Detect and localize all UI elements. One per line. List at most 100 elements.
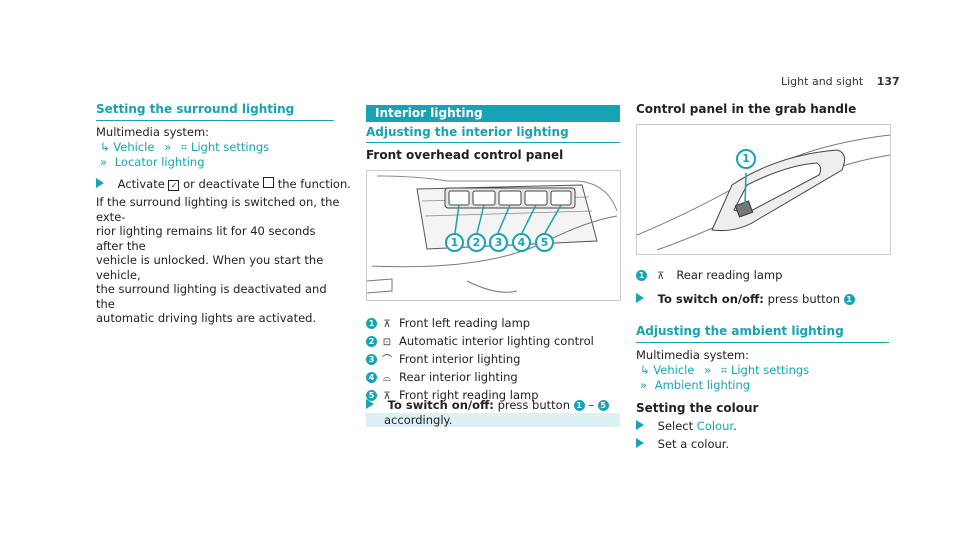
switch-step: To switch on/off: press button 1 – 5 acc… xyxy=(366,398,620,427)
section-heading-surround: Setting the surround lighting xyxy=(96,102,334,121)
light-settings-icon: ⌗ xyxy=(720,363,728,377)
callout-4: 4 xyxy=(512,233,531,252)
step-text: press button xyxy=(497,398,570,412)
legend-number: 4 xyxy=(366,372,377,383)
legend-text: Rear interior lighting xyxy=(399,370,518,384)
heading-text: Setting the surround lighting xyxy=(96,102,295,116)
grab-handle-illustration xyxy=(637,134,890,251)
switch-step-line1: To switch on/off: press button 1 – 5 xyxy=(366,398,620,413)
reading-lamp-icon: ⊼ xyxy=(656,271,665,282)
step-label: To switch on/off: xyxy=(657,292,764,306)
chevron-right-icon: » xyxy=(164,140,172,154)
step-arrow-icon xyxy=(636,420,644,430)
step-text: press button xyxy=(767,292,840,306)
grab-handle-legend: 1 ⊼ Rear reading lamp xyxy=(636,268,782,285)
select-colour-step: Select Colour. xyxy=(636,419,737,434)
chevron-right-icon: » xyxy=(100,155,108,169)
front-interior-icon: ⌒ xyxy=(382,355,392,366)
step-arrow-icon xyxy=(636,438,644,448)
return-arrow-icon: ↳ xyxy=(100,140,110,154)
legend-text: Front interior lighting xyxy=(399,352,521,366)
path-light-settings[interactable]: Light settings xyxy=(730,363,810,377)
grab-switch-step: To switch on/off: press button 1 xyxy=(636,292,855,307)
section-heading-ambient: Adjusting the ambient lighting xyxy=(636,324,889,343)
path-ambient-lighting[interactable]: Ambient lighting xyxy=(654,378,751,392)
return-arrow-icon: ↳ xyxy=(640,363,650,377)
subheading-front-panel: Front overhead control panel xyxy=(366,148,564,162)
para-line: rior lighting remains lit for 40 seconds… xyxy=(96,224,316,253)
heading-text: Adjusting the interior lighting xyxy=(366,125,569,139)
step-text-b: or deactivate xyxy=(183,177,260,191)
legend-item: 3 ⌒ Front interior lighting xyxy=(366,351,594,369)
step-label: To switch on/off: xyxy=(387,398,494,412)
legend-text: Front right reading lamp xyxy=(399,388,539,402)
callout-2: 2 xyxy=(467,233,486,252)
step-number: 1 xyxy=(843,294,855,305)
legend-number: 5 xyxy=(366,390,377,401)
para-line: If the surround lighting is switched on,… xyxy=(96,195,340,224)
banner-interior-lighting: Interior lighting xyxy=(366,105,620,122)
legend-item: 2 ⊡ Automatic interior lighting control xyxy=(366,333,594,351)
step-tail: accordingly. xyxy=(384,412,453,427)
overhead-panel-illustration xyxy=(367,175,618,294)
para-line: automatic driving lights are activated. xyxy=(96,311,317,325)
legend-number: 3 xyxy=(366,354,377,365)
step-text-c: the function. xyxy=(277,177,351,191)
checkbox-empty-icon xyxy=(263,177,275,188)
legend-item: 1 ⊼ Front left reading lamp xyxy=(366,315,594,333)
reading-lamp-icon: ⊼ xyxy=(383,319,391,330)
menu-path: ↳ Vehicle » ⌗ Light settings xyxy=(100,140,269,155)
legend-item: 5⊼Front right reading lamp xyxy=(366,387,594,405)
para-line: the surround lighting is deactivated and… xyxy=(96,282,327,311)
colour-menu-item[interactable]: Colour xyxy=(696,419,734,433)
subheading-grab-handle: Control panel in the grab handle xyxy=(636,102,857,116)
step-text-a: Activate xyxy=(117,177,165,191)
page-number: 137 xyxy=(876,75,900,88)
para-line: vehicle is unlocked. When you start the … xyxy=(96,253,324,282)
menu-path: ↳ Vehicle » ⌗ Light settings xyxy=(640,363,809,378)
set-colour-step: Set a colour. xyxy=(636,437,729,452)
rear-interior-icon: ⌓ xyxy=(383,373,391,384)
auto-lighting-icon: ⊡ xyxy=(382,337,392,348)
menu-label: Multimedia system: xyxy=(636,348,750,362)
menu-label: Multimedia system: xyxy=(96,125,210,139)
surround-paragraph: If the surround lighting is switched on,… xyxy=(96,195,341,326)
legend-number: 2 xyxy=(366,336,377,347)
heading-text: Adjusting the ambient lighting xyxy=(636,324,844,338)
figure-grab-handle: 1 xyxy=(636,124,891,255)
path-vehicle[interactable]: Vehicle xyxy=(653,363,695,377)
legend-text: Automatic interior lighting control xyxy=(399,334,594,348)
path-locator-lighting[interactable]: Locator lighting xyxy=(114,155,205,169)
callout-5: 5 xyxy=(535,233,554,252)
step-text: Set a colour. xyxy=(657,437,730,451)
step-number-to: 5 xyxy=(597,400,609,411)
section-heading-interior: Adjusting the interior lighting xyxy=(366,125,620,143)
step-arrow-icon xyxy=(366,399,374,409)
callout-3: 3 xyxy=(489,233,508,252)
chevron-right-icon: » xyxy=(704,363,712,377)
subheading-colour: Setting the colour xyxy=(636,401,759,415)
menu-path-2: » Ambient lighting xyxy=(640,378,750,393)
callout-1: 1 xyxy=(445,233,464,252)
step-arrow-icon xyxy=(636,293,644,303)
legend-text: Front left reading lamp xyxy=(399,316,531,330)
running-header: Light and sight 137 xyxy=(781,75,900,88)
step-dash: – xyxy=(588,398,595,412)
legend-item: 4 ⌓ Rear interior lighting xyxy=(366,369,594,387)
step-number-from: 1 xyxy=(573,400,585,411)
legend-text: Rear reading lamp xyxy=(676,268,783,282)
figure-front-overhead-panel: 1 2 3 4 5 xyxy=(366,170,621,301)
path-light-settings[interactable]: Light settings xyxy=(190,140,270,154)
step-text: Select xyxy=(657,419,694,433)
legend-number: 1 xyxy=(366,318,377,329)
path-vehicle[interactable]: Vehicle xyxy=(113,140,155,154)
switch-step-line2: accordingly. xyxy=(366,412,620,427)
header-title: Light and sight xyxy=(781,75,864,88)
step-arrow-icon xyxy=(96,178,104,188)
legend-number: 1 xyxy=(636,270,647,281)
callout-1: 1 xyxy=(736,149,756,169)
chevron-right-icon: » xyxy=(640,378,648,392)
light-settings-icon: ⌗ xyxy=(180,140,188,154)
menu-path-2: » Locator lighting xyxy=(100,155,205,170)
checkbox-checked-icon: ✓ xyxy=(168,180,180,191)
